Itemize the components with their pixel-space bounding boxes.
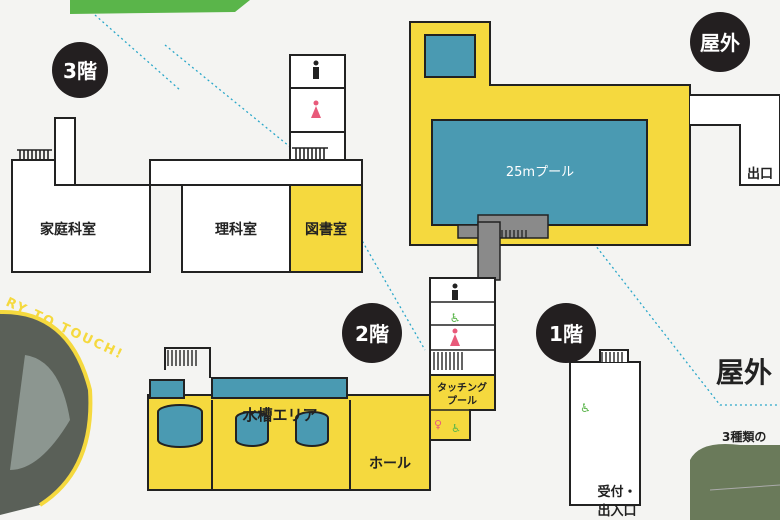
restroom-women-icon <box>311 100 321 118</box>
outdoor-photo <box>690 444 780 520</box>
svg-text:♀: ♀ <box>434 418 442 431</box>
badge-1f-label: 1階 <box>549 322 583 346</box>
restroom-men-icon <box>313 60 319 79</box>
touching-pool-label-2: プール <box>447 394 477 407</box>
badge-3f-label: 3階 <box>63 59 97 83</box>
hall-label: ホール <box>369 456 411 472</box>
badge-outdoor-label: 屋外 <box>700 31 740 55</box>
exit-label: 出口 <box>747 166 773 182</box>
floor-badge-1f <box>536 303 596 363</box>
touching-pool-label-1: タッチング <box>437 381 487 394</box>
room-library: 図書室 <box>305 221 347 238</box>
floor-badge-outdoor <box>690 12 750 72</box>
stairs-pool <box>501 230 527 238</box>
green-accent-shape <box>70 0 250 14</box>
fence-line <box>709 484 780 491</box>
stairs-1f <box>601 352 623 362</box>
reception-label-2: 出入口 <box>597 503 636 519</box>
water-tanks <box>157 404 329 448</box>
side-heading: 屋外 <box>716 356 772 389</box>
floor-badge-2f <box>342 303 402 363</box>
floor-3 <box>11 54 363 273</box>
outdoor-pool-area <box>409 21 780 281</box>
room-home-economics: 家庭科室 <box>40 221 96 238</box>
badge-2f-label: 2階 <box>355 322 389 346</box>
pool-25m-label: 25mプール <box>506 165 574 180</box>
svg-text:♿: ♿ <box>451 422 461 435</box>
stairs-2f <box>167 350 463 370</box>
floor-1 <box>569 349 641 506</box>
stairs-3f <box>17 147 328 160</box>
reception-label-1: 受付・ <box>597 484 636 500</box>
accessible-restroom-1f-icon: ♿ <box>580 401 591 415</box>
restroom-2f-icons: ♿ ♿ ♀ <box>434 283 461 435</box>
side-caption: 3種類の <box>722 429 766 444</box>
floor-2 <box>147 277 496 491</box>
try-to-touch-photo <box>0 309 93 515</box>
tank-area-label: 水槽エリア <box>242 406 317 424</box>
room-science: 理科室 <box>215 221 257 238</box>
floor-badge-3f <box>52 42 108 98</box>
svg-text:♿: ♿ <box>450 311 461 325</box>
